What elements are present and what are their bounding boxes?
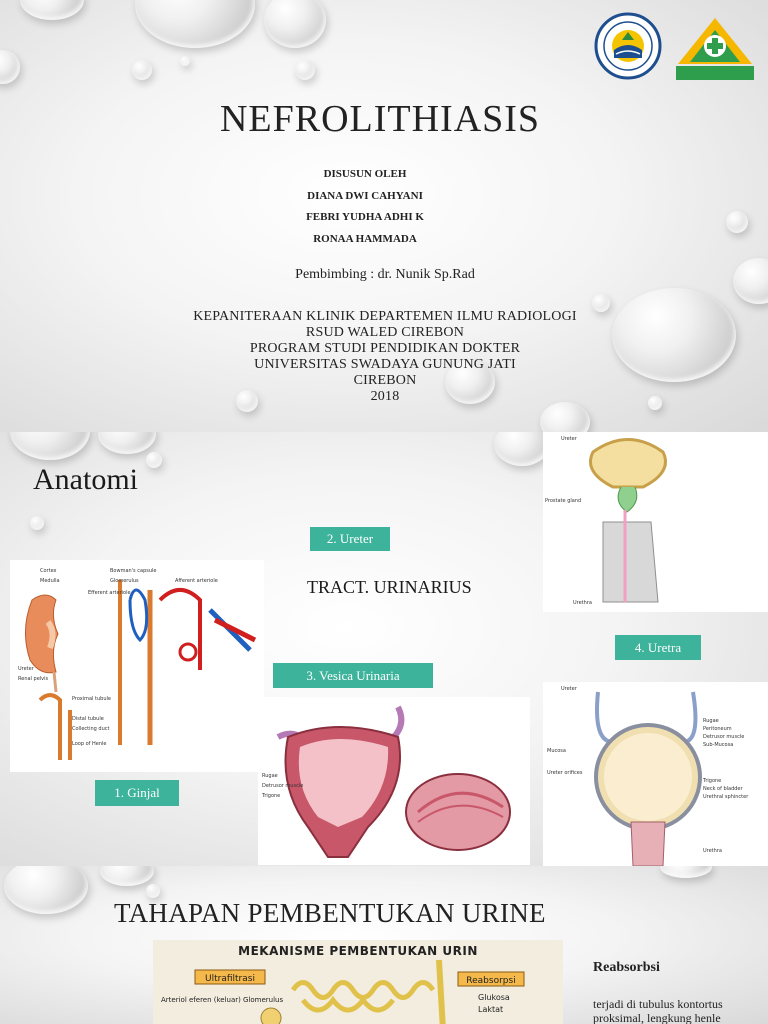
water-drop xyxy=(592,294,610,312)
kidney-label: Loop of Henle xyxy=(72,741,106,747)
slide-title: TAHAPAN PEMBENTUKAN URINE xyxy=(114,898,546,928)
bladder-label: Trigone xyxy=(261,793,280,799)
urine-formation-diagram: MEKANISME PEMBENTUKAN URIN Ultrafiltrasi… xyxy=(153,940,563,1024)
author-line: RONAA HAMMADA xyxy=(313,232,417,245)
bladder-diagram: Rugae Detrusor muscle Trigone xyxy=(258,697,530,865)
bladder-label: Detrusor muscle xyxy=(703,734,744,740)
water-drop xyxy=(180,56,190,66)
water-drop xyxy=(132,60,152,80)
kidney-label: Afferent arteriole xyxy=(175,578,218,584)
diagram-label: Laktat xyxy=(478,1005,503,1014)
section-text: terjadi di tubulus kontortus proksimal, … xyxy=(593,997,768,1024)
kidney-label: Bowman's capsule xyxy=(110,568,156,574)
text-line: proksimal, lengkung henle xyxy=(593,1011,721,1024)
tag-ginjal: 1. Ginjal xyxy=(95,780,179,806)
bladder-label: Trigone xyxy=(702,778,721,784)
slide-subtitle: TRACT. URINARIUS xyxy=(307,577,472,597)
author-list: DISUSUN OLEH DIANA DWI CAHYANI FEBRI YUD… xyxy=(0,164,730,250)
bladder-label: Rugae xyxy=(703,718,719,724)
water-drop xyxy=(146,884,160,898)
bladder-label: Urethral sphincter xyxy=(703,794,749,800)
diagram-title: MEKANISME PEMBENTUKAN URIN xyxy=(238,944,478,958)
water-drop xyxy=(612,288,736,382)
bladder-label: Rugae xyxy=(262,773,278,779)
kidney-label: Distal tubule xyxy=(72,716,104,722)
text-line: terjadi di tubulus kontortus xyxy=(593,997,723,1011)
institution-line: KEPANITERAAN KLINIK DEPARTEMEN ILMU RADI… xyxy=(193,309,577,324)
bladder-label: Neck of bladder xyxy=(703,786,744,792)
bladder-label: Urethra xyxy=(703,848,722,854)
diagram-label: Arteriol eferen (keluar) xyxy=(161,996,241,1004)
slide-title: Anatomi xyxy=(33,463,138,496)
slide-anatomy: Anatomi TRACT. URINARIUS 2. Ureter 4. Ur… xyxy=(0,432,768,866)
institution-line: RSUD WALED CIREBON xyxy=(305,325,465,340)
water-drop xyxy=(726,211,748,233)
diagram-label: Glomerulus xyxy=(243,996,283,1004)
tag-ureter: 2. Ureter xyxy=(310,527,390,551)
urethra-diagram: Ureter Prostate gland Urethra xyxy=(543,432,768,612)
slide-title: NEFROLITHIASIS DISUSUN OLEH DIANA DWI CA… xyxy=(0,0,768,432)
water-drop xyxy=(540,402,590,432)
kidney-label: Renal pelvis xyxy=(18,676,49,682)
kidney-diagram: Cortex Medulla Bowman's capsule Glomerul… xyxy=(10,560,264,772)
bladder-label: Detrusor muscle xyxy=(262,783,303,789)
water-drop xyxy=(0,50,20,84)
bladder-label: Ureter orifices xyxy=(547,770,583,776)
bladder-label: Ureter xyxy=(561,436,578,442)
water-drop xyxy=(660,866,712,878)
water-drop xyxy=(733,258,768,304)
institution-line: CIREBON xyxy=(353,373,417,388)
water-drop xyxy=(146,452,162,468)
author-line: FEBRI YUDHA ADHI K xyxy=(306,211,424,223)
bladder-wall-diagram: Ureter Rugae Peritoneum Detrusor muscle … xyxy=(543,682,768,866)
water-drop xyxy=(100,866,154,886)
water-drop xyxy=(236,390,258,412)
institution-line: UNIVERSITAS SWADAYA GUNUNG JATI xyxy=(254,357,516,372)
bladder-label: Peritoneum xyxy=(703,726,732,732)
bladder-label: Ureter xyxy=(561,686,578,692)
bladder-label: Urethra xyxy=(573,600,592,606)
water-drop xyxy=(445,360,495,404)
water-drop xyxy=(4,866,88,914)
water-drop xyxy=(98,432,156,454)
author-line: DIANA DWI CAHYANI xyxy=(307,189,423,202)
presentation-title: NEFROLITHIASIS xyxy=(219,98,541,140)
author-line: DISUSUN OLEH xyxy=(323,168,407,180)
kidney-label: Glomerulus xyxy=(110,578,139,584)
water-drop xyxy=(20,0,84,20)
kidney-label: Cortex xyxy=(40,568,57,574)
kidney-label: Medulla xyxy=(40,578,60,584)
diagram-label: Glukosa xyxy=(478,993,510,1002)
supervisor-line: Pembimbing : dr. Nunik Sp.Rad xyxy=(295,267,475,282)
water-drop xyxy=(264,0,326,48)
institution-line: PROGRAM STUDI PENDIDIKAN DOKTER xyxy=(249,341,521,356)
university-logo-icon xyxy=(594,12,662,80)
diagram-label: Reabsorpsi xyxy=(466,976,515,986)
bladder-label: Sub-Mucosa xyxy=(703,742,733,748)
institution-line: 2018 xyxy=(370,389,400,404)
water-drop xyxy=(295,60,315,80)
water-drop xyxy=(648,396,662,410)
institution-block: KEPANITERAAN KLINIK DEPARTEMEN ILMU RADI… xyxy=(0,309,768,405)
kidney-label: Collecting duct xyxy=(72,726,110,732)
tag-vesica: 3. Vesica Urinaria xyxy=(273,663,433,688)
diagram-label: Ultrafiltrasi xyxy=(205,974,255,984)
bladder-label: Prostate gland xyxy=(545,498,581,504)
tag-uretra: 4. Uretra xyxy=(615,635,701,660)
section-title: Reabsorbsi xyxy=(593,960,660,975)
slide-urine-formation: TAHAPAN PEMBENTUKAN URINE MEKANISME PEMB… xyxy=(0,866,768,1024)
bladder-label: Mucosa xyxy=(547,748,566,754)
kidney-label: Proximal tubule xyxy=(72,696,111,702)
hospital-logo-icon xyxy=(676,18,754,80)
water-drop xyxy=(30,516,44,530)
kidney-label: Efferent arteriole xyxy=(88,590,131,596)
water-drop xyxy=(494,432,550,466)
kidney-label: Ureter xyxy=(18,666,35,672)
